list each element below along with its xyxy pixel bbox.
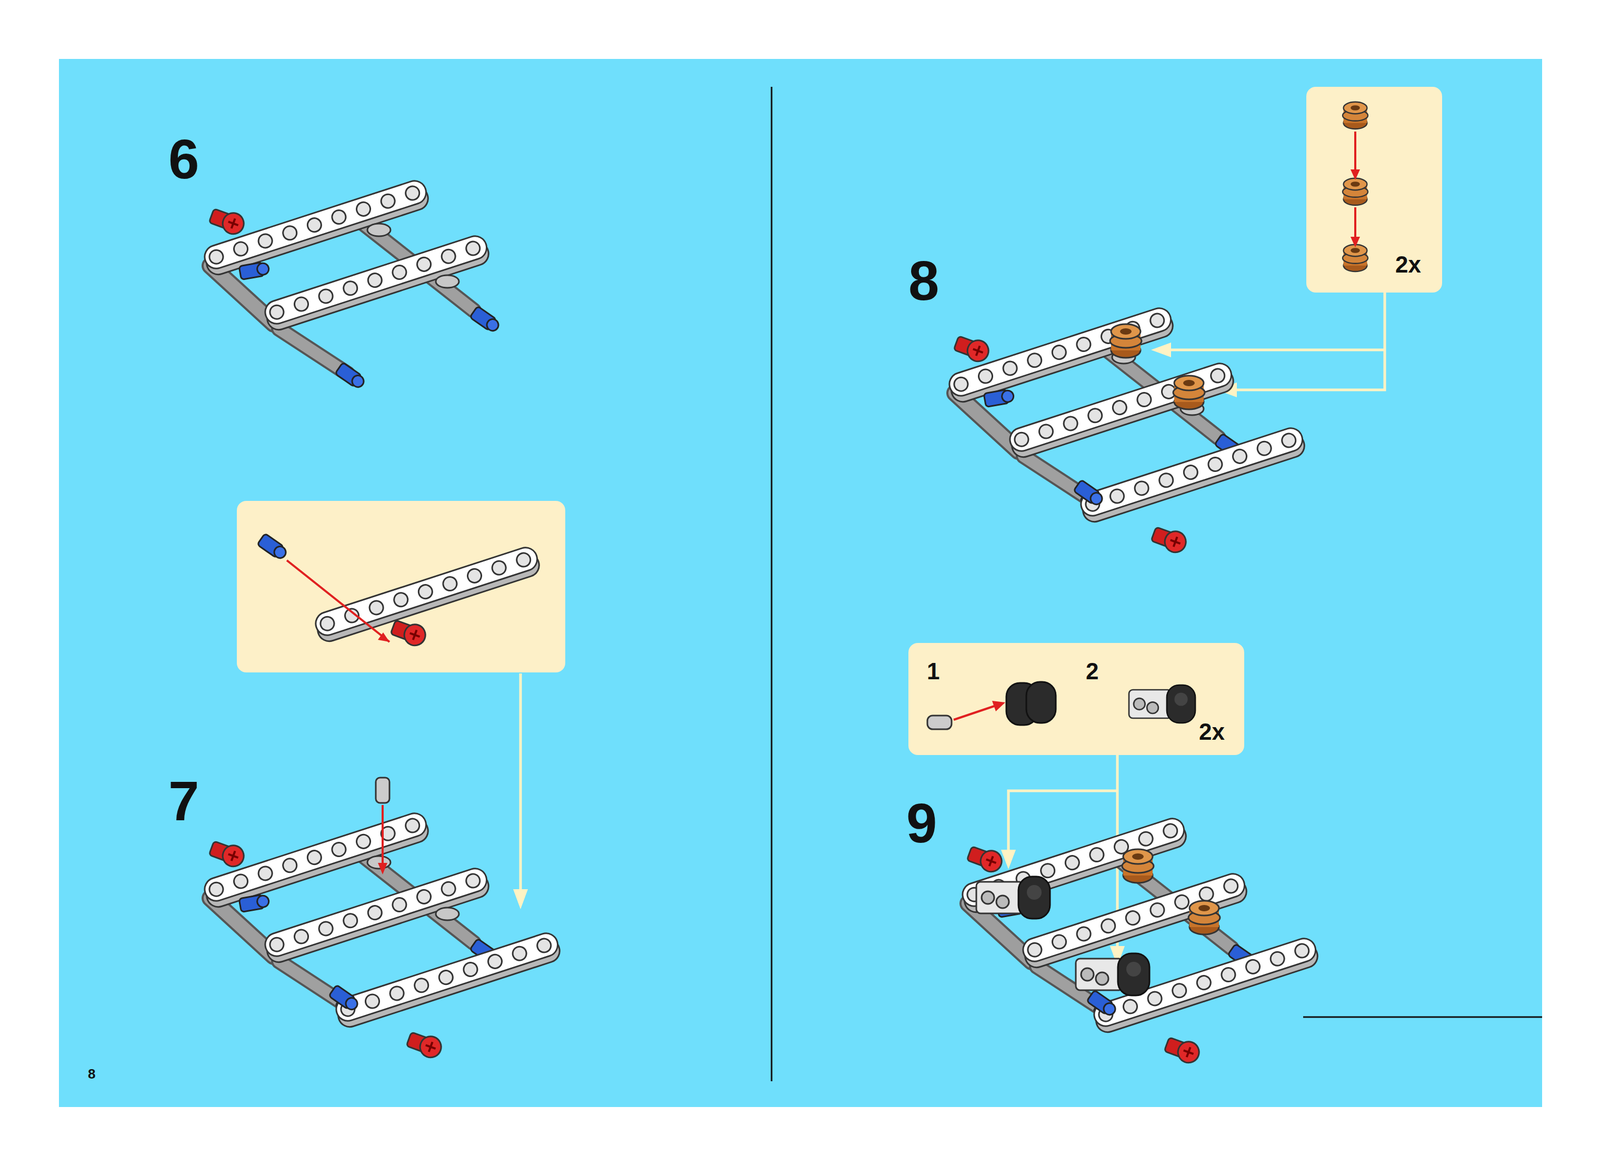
quantity-label: 2x — [1395, 253, 1422, 277]
step-number: 7 — [168, 773, 199, 829]
step-number: 9 — [906, 795, 937, 852]
substep-number: 2 — [1085, 660, 1099, 684]
callout-box: 1 2 2x — [908, 643, 1245, 756]
quantity-label: 2x — [1198, 720, 1225, 744]
page-number: 8 — [87, 1067, 96, 1082]
substep-number: 1 — [926, 660, 940, 684]
callout-box: 2x — [1306, 86, 1443, 293]
step-number: 8 — [908, 253, 939, 309]
step-number: 6 — [168, 131, 199, 187]
